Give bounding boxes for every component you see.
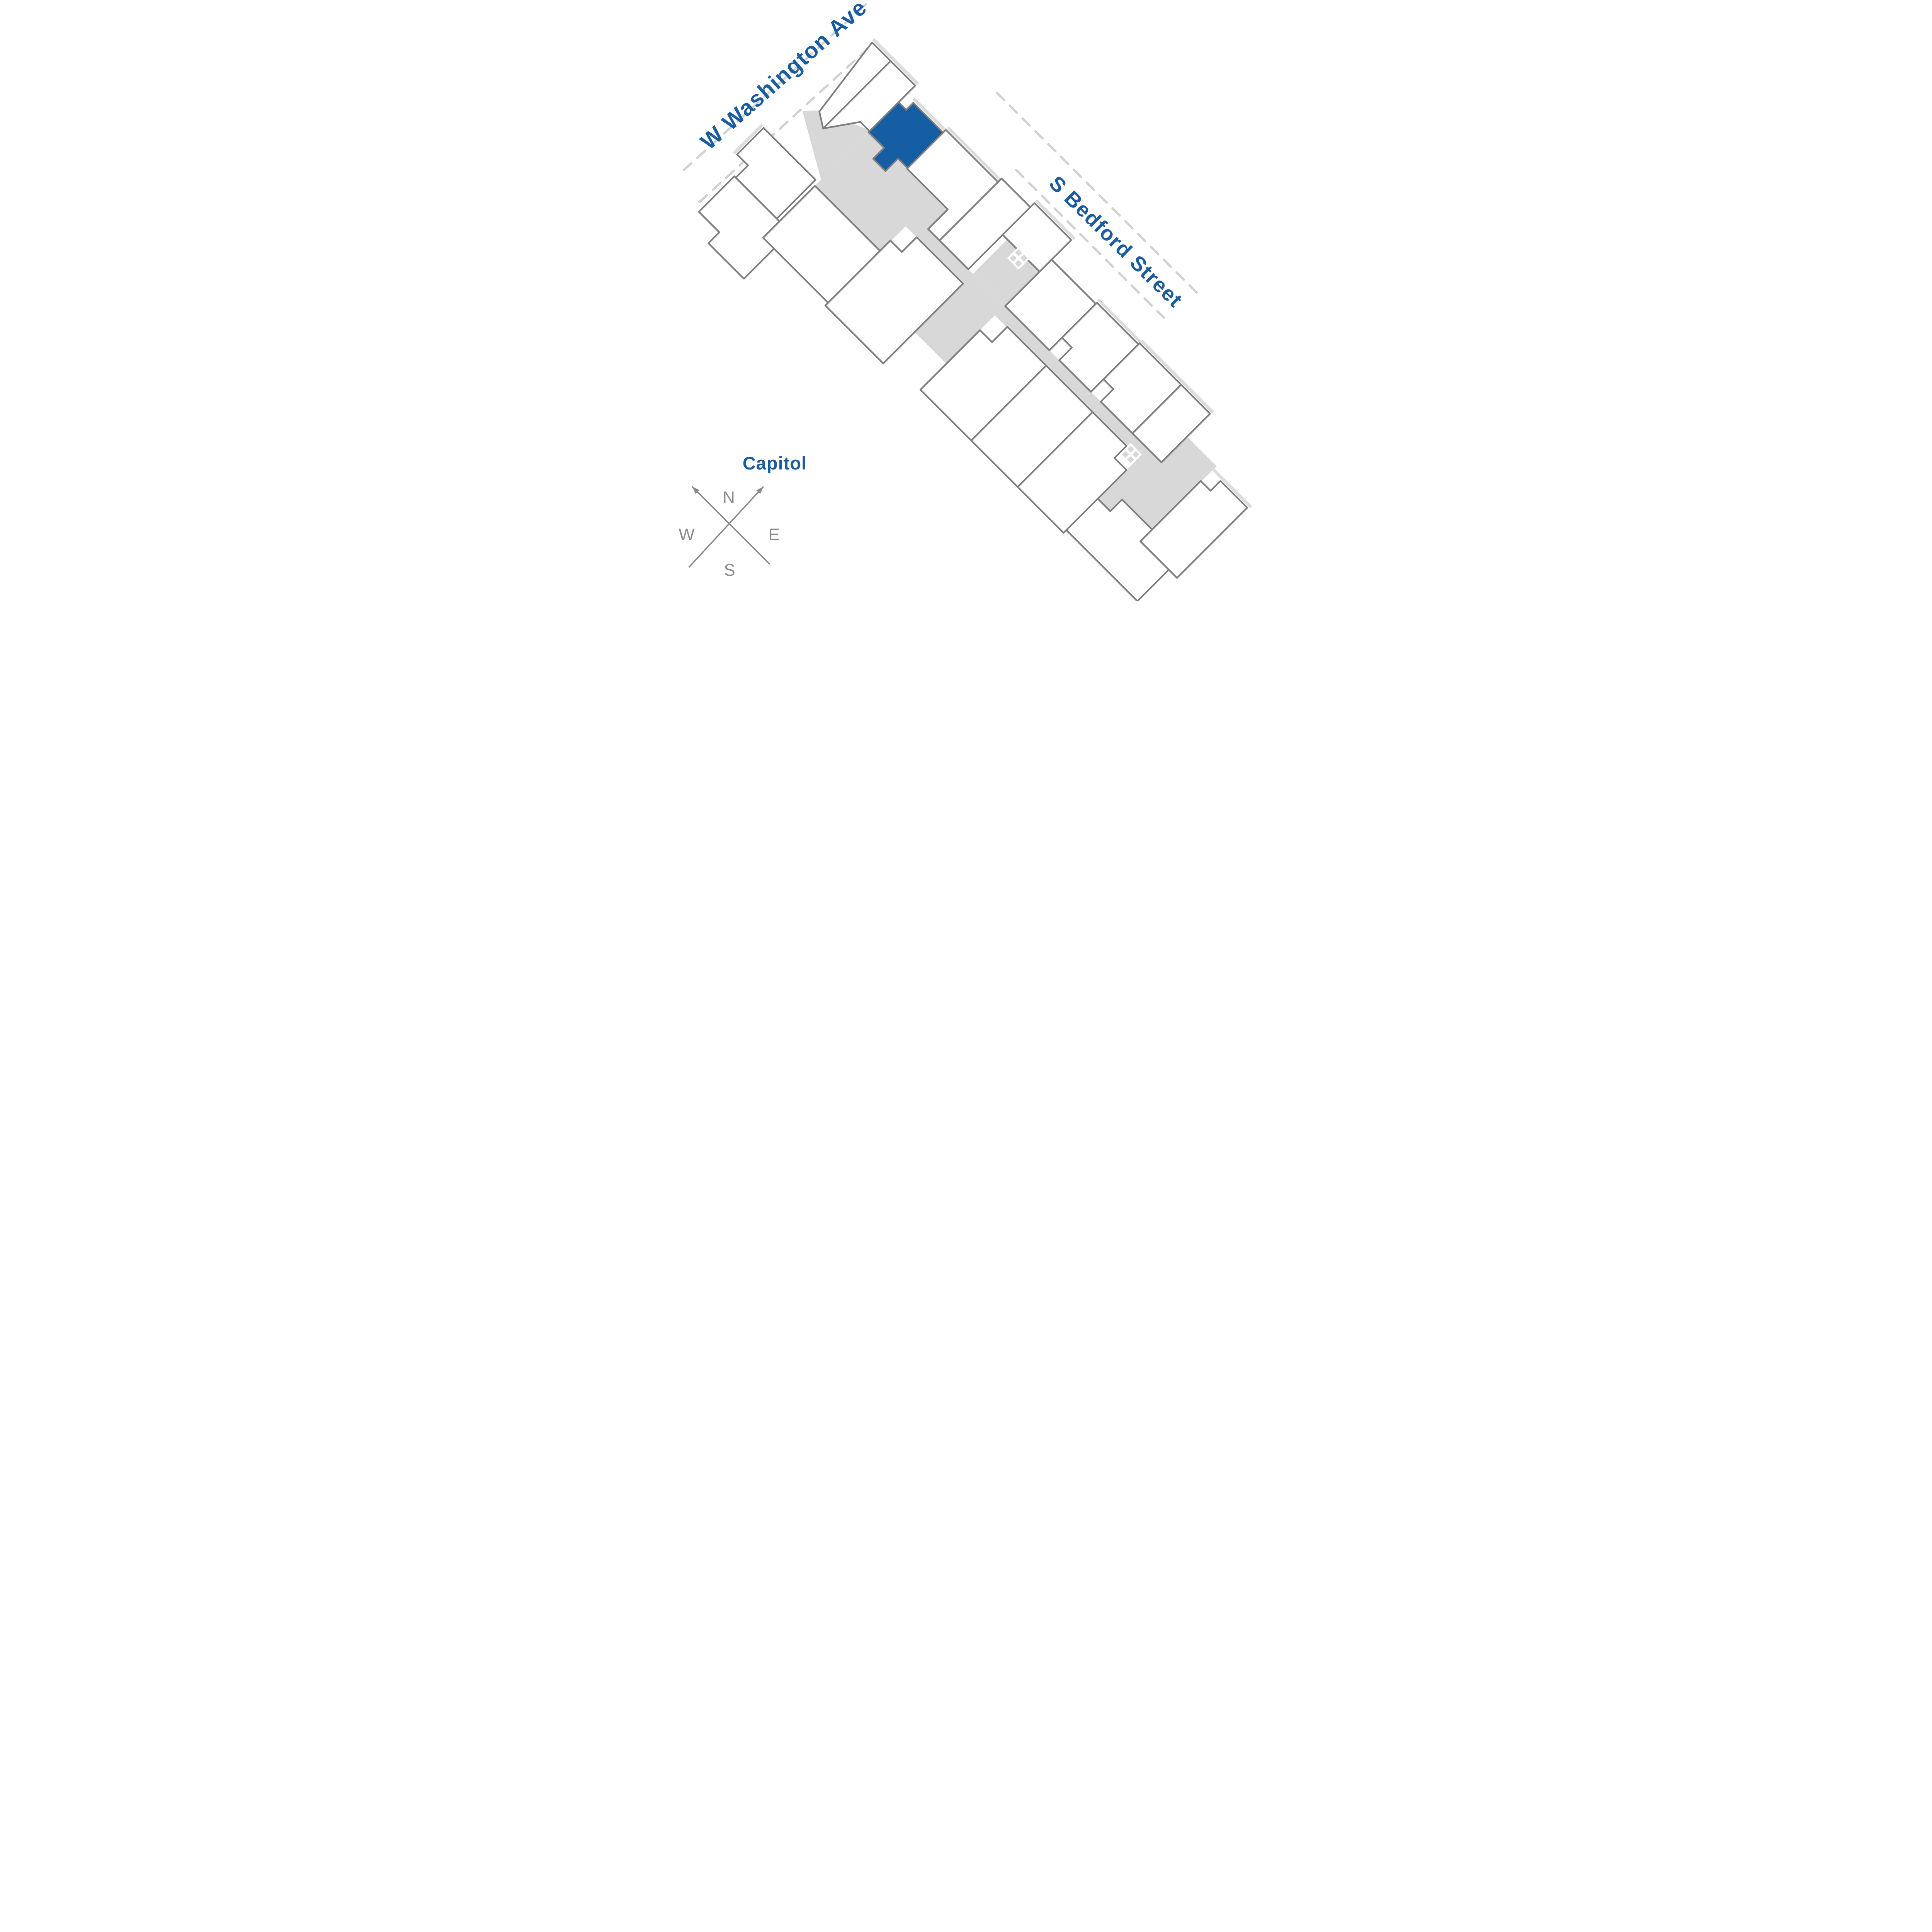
compass-rose: N W E S [679, 486, 780, 580]
capitol-label: Capitol [743, 453, 807, 473]
street-dashed-line [1015, 169, 1165, 319]
corridor-end-north-widening [1152, 437, 1217, 502]
street-dashed-line [996, 92, 1199, 295]
compass-letter-W: W [679, 525, 695, 544]
building-shadow [1140, 340, 1214, 414]
corridor-plaza-south-branch [915, 283, 995, 364]
building-plan-group [698, 38, 1252, 601]
corridor-end-south-wedge [1097, 458, 1182, 530]
unit-upper-2[interactable] [822, 60, 916, 153]
building-end-tip[interactable] [1139, 471, 1248, 579]
building-shadow [912, 97, 948, 133]
building-shadow [1035, 199, 1076, 240]
unit-highlighted[interactable] [857, 95, 944, 180]
building-shadow [872, 38, 919, 85]
unit-lower-4[interactable] [824, 226, 964, 364]
compass-arrow [691, 486, 770, 565]
compass-arrowhead-icon [756, 486, 764, 494]
building-shadow [733, 123, 764, 155]
unit-upper-6[interactable] [1004, 259, 1097, 351]
compass-letter-S: S [724, 561, 735, 580]
compass-letter-E: E [768, 525, 779, 544]
building-shadow [1097, 298, 1143, 345]
compass-arrowhead-icon [692, 486, 700, 494]
stairs-x-marker-icon [1119, 443, 1142, 466]
unit-lower-7[interactable] [1017, 411, 1139, 534]
unit-upper-4[interactable] [939, 177, 1031, 270]
street-dashed-line [698, 46, 871, 203]
unit-upper-9[interactable] [1131, 384, 1211, 463]
corridor-main-spine [917, 227, 1192, 502]
compass-arrow [688, 486, 764, 568]
building-shadow [1211, 467, 1252, 509]
compass-letter-N: N [723, 488, 735, 507]
corridor-entry-throat [815, 110, 870, 191]
street-dashed-line [683, 0, 872, 171]
stairs-x-marker-icon [1007, 247, 1030, 270]
corridor-entry-hall [815, 131, 948, 252]
building-shadow [946, 126, 1003, 183]
